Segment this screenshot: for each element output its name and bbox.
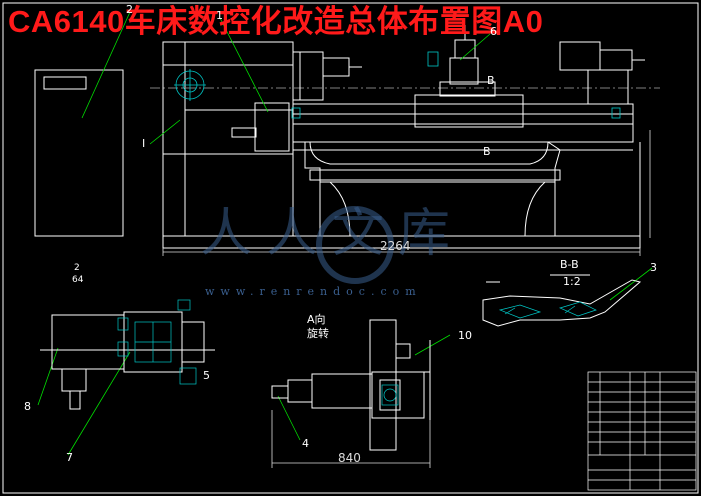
title-block <box>587 371 697 491</box>
view-a-hatch <box>381 384 399 406</box>
view-a <box>271 319 431 451</box>
dimension-840-label: 840 <box>338 451 361 465</box>
part-number-5: 5 <box>203 369 210 382</box>
part-number-10: 10 <box>458 329 472 342</box>
page-title: CA6140车床数控化改造总体布置图A0 <box>8 4 544 39</box>
part-number-6: 6 <box>490 25 497 38</box>
rotate-label: 旋转 <box>307 327 329 340</box>
dimension-2264 <box>162 130 651 256</box>
detail-i-hatch <box>117 299 197 385</box>
b-mark-mid: B <box>483 145 491 158</box>
view-a-label: A向 <box>307 313 326 326</box>
detail-i <box>40 311 215 410</box>
section-scale-label: 1:2 <box>563 275 581 288</box>
section-bb-hatch <box>498 301 597 319</box>
b-mark-top: B <box>487 74 495 87</box>
lathe-hatch <box>174 51 621 119</box>
section-bb-label: B-B <box>560 258 579 271</box>
part-number-7: 7 <box>66 451 73 464</box>
watermark-text: 人人文库 <box>200 204 465 264</box>
section-bb <box>482 274 642 327</box>
part-number-3: 3 <box>650 261 657 274</box>
ratio-top-label: 2 <box>74 263 80 273</box>
lathe-elevation <box>162 25 645 249</box>
control-cabinet <box>34 69 124 237</box>
dimension-840 <box>271 410 431 468</box>
part-number-4: 4 <box>302 437 309 450</box>
ratio-bottom-label: 64 <box>72 275 84 285</box>
watermark-logo-icon <box>316 206 394 284</box>
part-number-8: 8 <box>24 400 31 413</box>
dimension-2264-label: 2264 <box>380 239 411 253</box>
watermark-url: www.renrendoc.com <box>205 285 422 298</box>
roman-one-label: I <box>142 137 146 150</box>
part-number-2: 2 <box>126 3 133 16</box>
part-number-1: 1 <box>216 9 223 22</box>
